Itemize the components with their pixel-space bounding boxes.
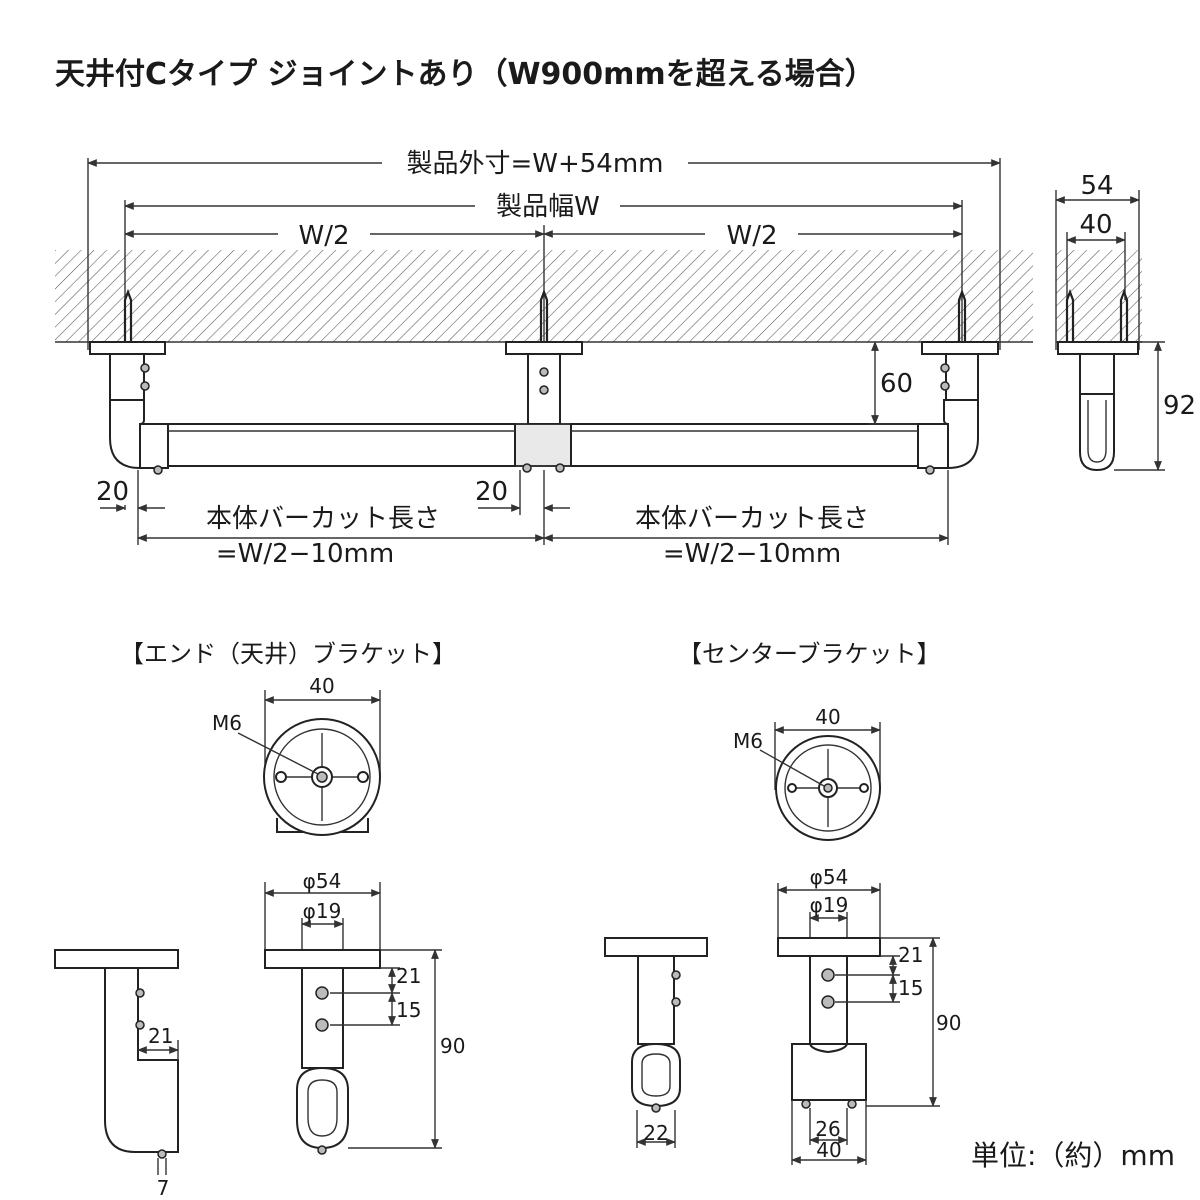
side-height: 92 <box>1163 391 1196 421</box>
end-bottom-dim: 7 <box>157 1176 170 1200</box>
side-view: 54 40 92 <box>1055 171 1196 472</box>
cut-length-left-line1: 本体バーカット長さ <box>206 504 440 534</box>
side-outer-width: 54 <box>1080 171 1113 201</box>
end-height: 90 <box>440 1034 465 1058</box>
center-hole-pitch: 15 <box>898 976 923 1000</box>
page-title: 天井付Cタイプ ジョイントあり（W900mmを超える場合） <box>55 57 875 92</box>
center-bracket-detail: 【センターブラケット】 40 M6 22 φ54 <box>604 640 961 1165</box>
end-top-width: 40 <box>309 674 334 698</box>
center-flange-dia: φ54 <box>810 865 849 889</box>
end-hole-top: 21 <box>396 964 421 988</box>
center-pipe-dia: φ19 <box>810 893 849 917</box>
center-screw-size: M6 <box>733 729 763 753</box>
end-side-profile <box>104 967 179 1153</box>
center-top-width: 40 <box>815 705 840 729</box>
center-bracket-view <box>505 341 583 473</box>
cut-length-left-line2: =W/2−10mm <box>216 539 394 569</box>
center-base-outer: 40 <box>816 1138 841 1162</box>
center-height: 90 <box>936 1011 961 1035</box>
overall-width-label: 製品外寸=W+54mm <box>406 149 663 179</box>
front-view: 製品外寸=W+54mm 製品幅W W/2 W/2 <box>55 149 1033 569</box>
end-hole-pitch: 15 <box>396 998 421 1022</box>
end-pipe-dia: φ19 <box>303 899 342 923</box>
offset-left: 20 <box>96 477 129 507</box>
center-base-inner: 26 <box>815 1117 840 1141</box>
cut-length-right-line1: 本体バーカット長さ <box>635 504 869 534</box>
center-side-loop <box>631 1042 681 1108</box>
offset-center: 20 <box>475 477 508 507</box>
center-bracket-heading: 【センターブラケット】 <box>678 640 941 668</box>
end-bracket-heading: 【エンド（天井）ブラケット】 <box>120 640 456 668</box>
ceiling-screws <box>123 288 967 342</box>
drop-dimension: 60 <box>880 369 913 399</box>
half-width-left: W/2 <box>298 221 349 251</box>
end-flange-dia: φ54 <box>303 869 342 893</box>
center-side-width: 22 <box>643 1121 668 1145</box>
end-screw-size: M6 <box>212 711 242 735</box>
unit-label: 単位:（約）mm <box>971 1139 1175 1172</box>
left-end-bracket <box>89 341 169 475</box>
center-front-block <box>791 1043 867 1101</box>
cut-length-right-line2: =W/2−10mm <box>663 539 841 569</box>
end-side-offset: 21 <box>148 1024 173 1048</box>
half-width-right: W/2 <box>726 221 777 251</box>
right-end-bracket <box>917 341 999 475</box>
product-width-label: 製品幅W <box>496 192 600 222</box>
center-hole-top: 21 <box>898 943 923 967</box>
side-inner-width: 40 <box>1079 210 1112 240</box>
end-bracket-detail: 【エンド（天井）ブラケット】 40 M6 21 7 φ54 <box>54 640 465 1200</box>
